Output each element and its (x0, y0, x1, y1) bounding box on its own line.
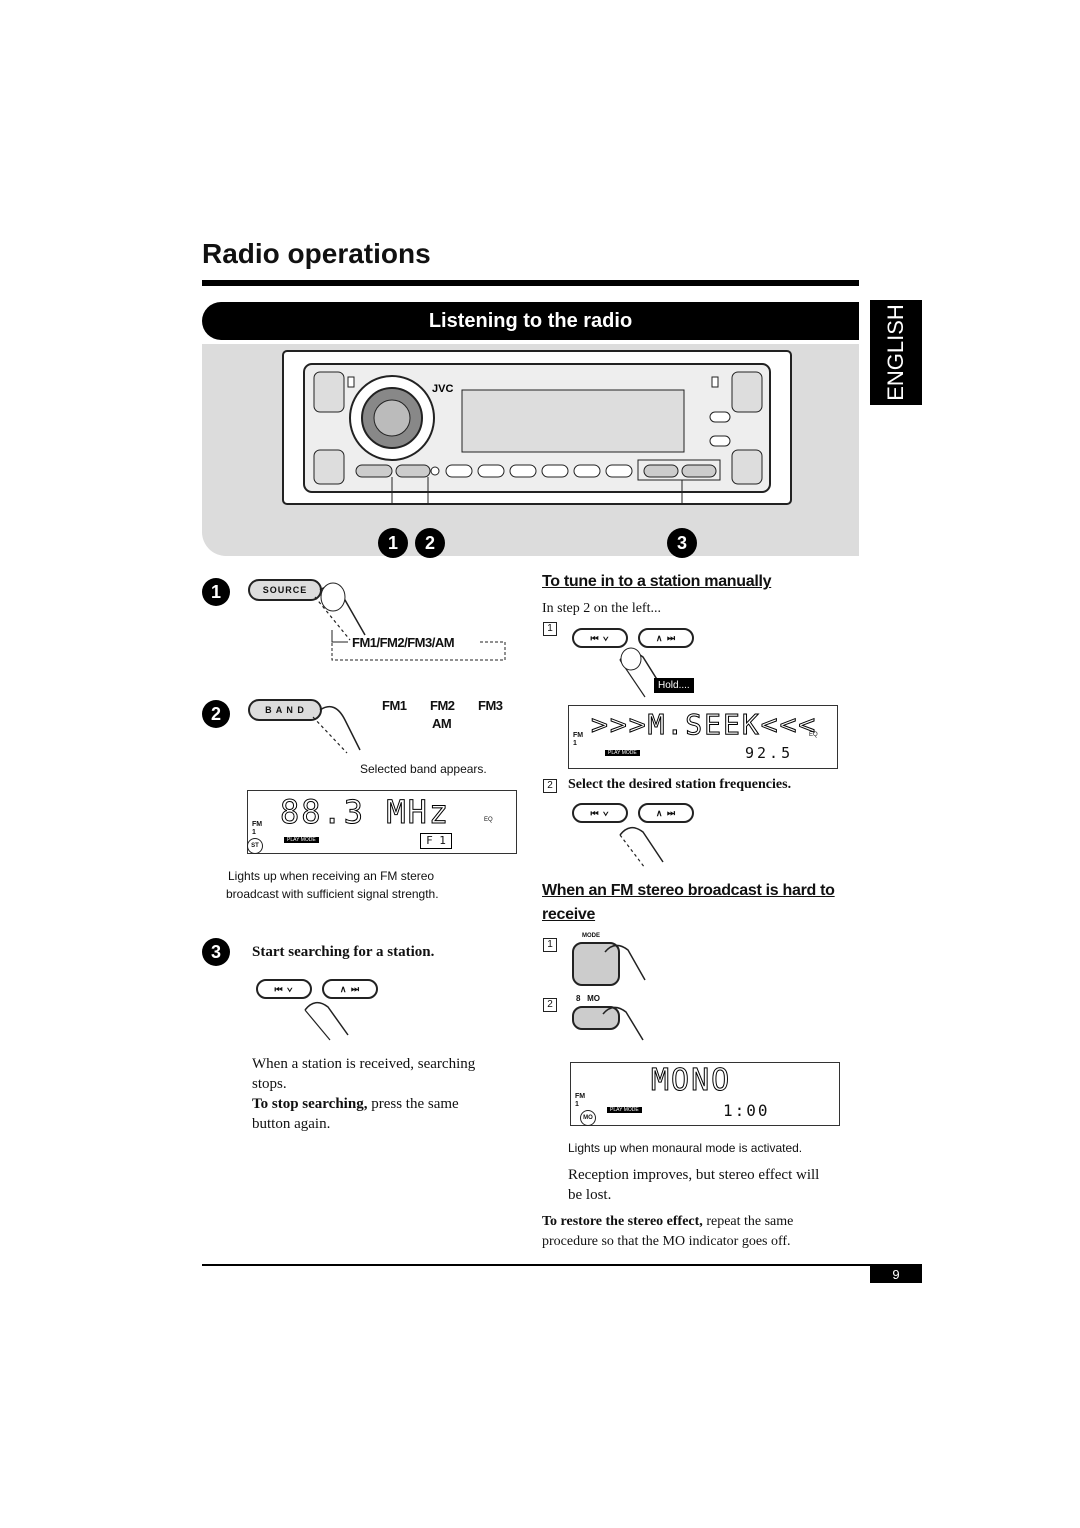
band-am: AM (432, 716, 452, 731)
result-line1: When a station is received, searching (252, 1056, 476, 1072)
st-caption-line2: broadcast with sufficient signal strengt… (226, 887, 439, 901)
callout-2: 2 (415, 528, 445, 558)
seek-down-button[interactable]: ⏮ ∨ (572, 628, 628, 648)
restore-line2: procedure so that the MO indicator goes … (542, 1234, 791, 1249)
restore-instruction: To restore the stereo effect, repeat the… (542, 1212, 793, 1232)
fm-number: 1 (573, 740, 577, 747)
seek-up-button[interactable]: ∧ ⏭ (322, 979, 378, 999)
language-label: ENGLISH (883, 304, 908, 401)
eq-indicator: EQ (484, 817, 493, 823)
callout-1: 1 (378, 528, 408, 558)
display-mono-text: MONO (650, 1063, 732, 1099)
restore-rest: repeat the same (702, 1214, 794, 1229)
finger-press-icon (619, 826, 664, 869)
display-frequency: 92.5 (745, 744, 794, 762)
band-fm3: FM3 (478, 698, 503, 713)
st-indicator: ST (247, 838, 263, 854)
step-1-number: 1 (202, 578, 230, 606)
display-time: 1:00 (723, 1101, 770, 1120)
reception-line2: be lost. (568, 1187, 612, 1203)
mo-caption: Lights up when monaural mode is activate… (568, 1141, 803, 1155)
sequence-loop-arrow (331, 630, 506, 661)
footer-rule (202, 1264, 922, 1266)
finger-press-icon (304, 1001, 349, 1041)
language-tab: ENGLISH (870, 300, 922, 405)
fm-indicator: FM (573, 732, 584, 739)
mode-label: MODE (582, 933, 600, 939)
play-mode-indicator: PLAY MODE (607, 1107, 642, 1113)
band-fm1: FM1 (382, 698, 407, 713)
fm-indicator: FM (575, 1093, 586, 1100)
preset-2-button[interactable] (572, 1006, 620, 1030)
source-sequence: FM1/FM2/FM3/AM (352, 635, 455, 650)
step-3-text: Start searching for a station. (252, 944, 435, 960)
stop-instruction: To stop searching, press the same (252, 1094, 459, 1114)
manual-step-2-text: Select the desired station frequencies. (568, 777, 792, 792)
brand-logo: JVC (432, 383, 453, 395)
finger-press-icon (312, 705, 361, 754)
restore-bold: To restore the stereo effect, (542, 1214, 703, 1229)
hold-label: Hold.... (654, 678, 694, 693)
lcd-display-seek: >>>M.SEEK<<< FM 1 EQ PLAY MODE 92.5 (568, 705, 838, 769)
eq-indicator: EQ (809, 732, 818, 738)
band-caption: Selected band appears. (360, 762, 487, 776)
manual-intro: In step 2 on the left... (542, 601, 661, 616)
finger-press-icon (314, 582, 366, 641)
finger-hold-icon (619, 647, 664, 698)
stereo-heading-line1: When an FM stereo broadcast is hard to (542, 882, 835, 899)
reception-line1: Reception improves, but stereo effect wi… (568, 1167, 820, 1183)
stereo-step-1: 1 (543, 938, 557, 952)
callout-3: 3 (667, 528, 697, 558)
seek-down-button[interactable]: ⏮ ∨ (572, 803, 628, 823)
manual-step-2: 2 (543, 779, 557, 793)
stop-rest: press the same (367, 1096, 459, 1112)
display-frequency: 88.3 MHz (279, 793, 451, 832)
page-title: Radio operations (202, 238, 431, 269)
lcd-display-band: 88.3 MHz FM 1 EQ PLAY MODE F 1 (247, 790, 517, 854)
fm-number: 1 (252, 829, 256, 836)
seek-down-button[interactable]: ⏮ ∨ (256, 979, 312, 999)
title-rule (202, 280, 859, 286)
stereo-step-2: 2 (543, 998, 557, 1012)
section-banner: Listening to the radio (202, 302, 859, 340)
mo-key-label: 8 MO (576, 994, 601, 1003)
band-fm2: FM2 (430, 698, 455, 713)
manual-step-1: 1 (543, 622, 557, 636)
stereo-heading-line2: receive (542, 906, 596, 923)
finger-press-icon (604, 944, 646, 981)
mo-indicator: MO (580, 1110, 596, 1126)
fm-indicator: FM (252, 821, 263, 828)
play-mode-indicator: PLAY MODE (284, 837, 319, 843)
seek-up-button[interactable]: ∧ ⏭ (638, 628, 694, 648)
result-line2: stops. (252, 1076, 287, 1092)
car-stereo-illustration: JVC (282, 350, 792, 505)
stop-line3: button again. (252, 1116, 331, 1132)
display-seek-text: >>>M.SEEK<<< (590, 708, 818, 742)
manual-tune-heading: To tune in to a station manually (542, 573, 772, 590)
fm-number: 1 (575, 1101, 579, 1108)
step-2-number: 2 (202, 700, 230, 728)
finger-press-icon (602, 1006, 644, 1041)
seek-up-button[interactable]: ∧ ⏭ (638, 803, 694, 823)
mode-button[interactable] (572, 942, 620, 986)
page-number: 9 (870, 1266, 922, 1283)
stop-bold: To stop searching, (252, 1096, 368, 1112)
st-caption-line1: Lights up when receiving an FM stereo (228, 869, 435, 883)
step-3-number: 3 (202, 938, 230, 966)
lcd-display-mono: MONO FM 1 PLAY MODE 1:00 (570, 1062, 840, 1126)
display-band: F 1 (420, 833, 452, 849)
play-mode-indicator: PLAY MODE (605, 750, 640, 756)
